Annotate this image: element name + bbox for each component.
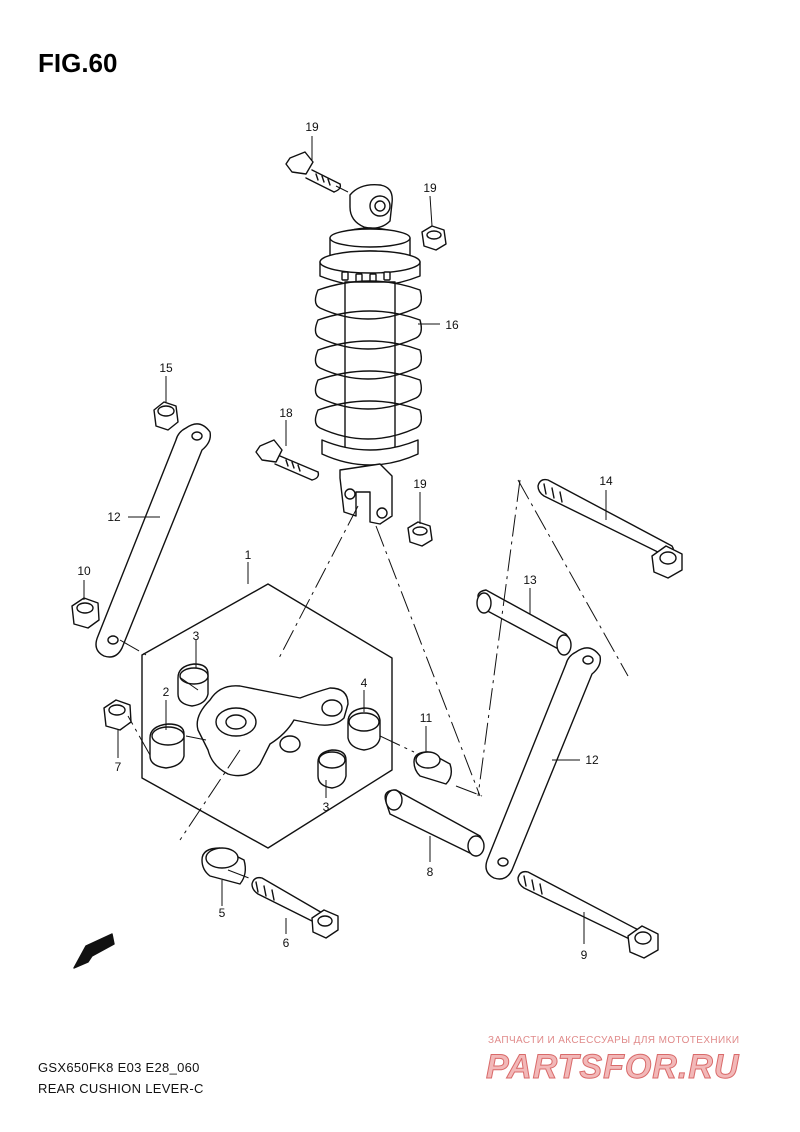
- part-6-bolt: [251, 876, 339, 939]
- figure-title: FIG.60: [38, 48, 118, 78]
- part-8-spacer: [384, 789, 485, 857]
- callout-19-bottom: 19: [413, 477, 427, 491]
- callout-8: 8: [426, 865, 434, 879]
- part-5-spacer: [201, 847, 247, 885]
- part-11-spacer: [413, 751, 453, 785]
- callout-3-upper: 3: [192, 629, 200, 643]
- callout-16: 16: [445, 318, 459, 332]
- callout-11: 11: [419, 711, 433, 725]
- part-13-spacer: [476, 589, 572, 656]
- part-14-bolt: [537, 478, 683, 579]
- callout-12-left: 12: [107, 510, 121, 524]
- callout-7: 7: [114, 760, 122, 774]
- part-18-bolt: [255, 439, 320, 481]
- leader-lines: [83, 136, 607, 944]
- part-7-nut: [103, 699, 132, 731]
- part-19-nut-bottom: [407, 521, 433, 547]
- model-code: GSX650FK8 E03 E28_060: [38, 1060, 200, 1075]
- callout-6: 6: [282, 936, 290, 950]
- callout-4: 4: [360, 676, 368, 690]
- callout-12-right: 12: [585, 753, 599, 767]
- part-15-nut: [153, 401, 179, 431]
- part-10-nut: [71, 597, 100, 629]
- assembly-center-lines: [119, 185, 629, 881]
- part-12-rod-left: [95, 423, 212, 658]
- callout-18: 18: [279, 406, 293, 420]
- callout-17: 19: [305, 120, 319, 134]
- part-3-bearing-upper: [177, 663, 209, 707]
- part-12-rod-right: [485, 647, 602, 880]
- fwd-arrow-icon: [73, 933, 115, 969]
- part-19-nut-top: [421, 225, 447, 251]
- part-2-bearing: [149, 723, 185, 769]
- callout-10: 10: [77, 564, 91, 578]
- section-name: REAR CUSHION LEVER-C: [38, 1081, 204, 1096]
- part-16-shock-absorber: [314, 184, 423, 525]
- part-1-lever-assembly-frame: [141, 583, 393, 849]
- watermark-brand: PARTSFOR.RU: [485, 1048, 740, 1087]
- part-9-bolt: [517, 870, 659, 959]
- callout-14: 14: [599, 474, 613, 488]
- callout-3-lower: 3: [322, 800, 330, 814]
- callout-13: 13: [523, 573, 537, 587]
- watermark-tagline: ЗАПЧАСТИ И АКСЕССУАРЫ ДЛЯ МОТОТЕХНИКИ: [488, 1035, 740, 1046]
- part-17-bolt: [285, 151, 342, 193]
- callout-5: 5: [218, 906, 226, 920]
- callout-1: 1: [244, 548, 252, 562]
- callout-19-top: 19: [423, 181, 437, 195]
- part-3-bearing-lower: [317, 749, 347, 789]
- part-1-cushion-lever: [196, 685, 349, 777]
- part-4-bearing: [347, 707, 381, 751]
- callout-2: 2: [162, 685, 170, 699]
- callout-15: 15: [159, 361, 173, 375]
- callout-9: 9: [580, 948, 588, 962]
